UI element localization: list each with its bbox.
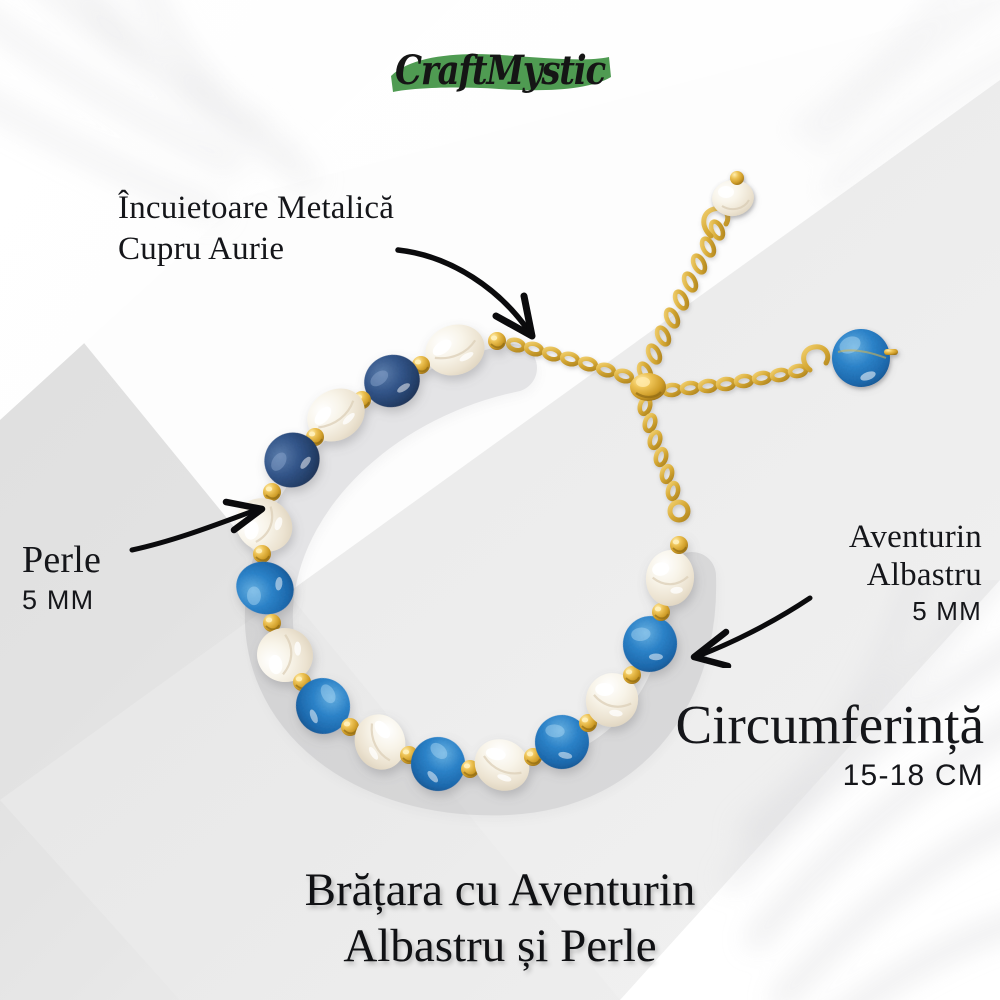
annotation-pearls-label: Perle (22, 539, 102, 581)
product-title-line2: Albastru și Perle (343, 920, 657, 972)
annotation-circumference-label: Circumferință (675, 694, 985, 755)
bead-gold-spacer (461, 760, 479, 778)
bead-pearl (585, 673, 639, 727)
bead-aventurine (411, 737, 465, 791)
annotation-clasp: Încuietoare Metalică Cupru Aurie (118, 188, 538, 270)
logo-wordmark: CraftMystic (395, 47, 606, 95)
bead-pearl (257, 627, 313, 683)
bead-aventurine (236, 561, 294, 615)
logo-swoosh-shape (391, 54, 611, 92)
chain-right-strand (661, 363, 809, 398)
chain-end-ring (667, 499, 691, 523)
bead-pearl (425, 324, 485, 376)
slider-clasp-bead (630, 373, 666, 401)
chain-up-strand (636, 219, 726, 383)
bracelet-cast-shadow (244, 344, 717, 816)
bead-gold-spacer (579, 714, 597, 732)
annotation-pearls: Perle 5 MM (22, 538, 262, 618)
product-title: Brățara cu Aventurin Albastru și Perle (0, 862, 1000, 974)
annotation-circumference-value: 15-18 CM (842, 759, 984, 792)
brand-logo: CraftMystic (385, 36, 615, 106)
bead-strand (235, 324, 695, 791)
charm-hook-right (801, 344, 831, 373)
annotation-clasp-line2: Cupru Aurie (118, 231, 285, 267)
bead-gold-spacer (263, 614, 281, 632)
bead-aventurine (535, 715, 589, 769)
bead-aventurine (364, 354, 420, 408)
bead-gold-spacer (488, 332, 506, 350)
annotation-aventurine-size: 5 MM (912, 596, 982, 626)
bead-gold-spacer (263, 483, 281, 501)
bead-gold-spacer (670, 536, 688, 554)
annotation-aventurine-line2: Albastru (866, 557, 982, 593)
charm-aventurine (832, 329, 898, 387)
bead-pearl (354, 714, 406, 770)
annotation-circumference: Circumferință 15-18 CM (564, 694, 985, 796)
bead-gold-spacer (652, 603, 670, 621)
bead-pearl (474, 739, 530, 791)
annotation-aventurine: Aventurin Albastru 5 MM (682, 518, 982, 628)
annotation-pearls-size: 5 MM (22, 585, 95, 615)
bead-pearl (645, 550, 695, 606)
charm-hook-top (701, 205, 731, 239)
bead-pearl (307, 388, 365, 442)
bead-gold-spacer (623, 666, 641, 684)
bead-aventurine (264, 432, 320, 488)
bead-aventurine (295, 678, 351, 734)
annotation-aventurine-line1: Aventurin (848, 519, 982, 555)
charm-pearl (712, 171, 754, 217)
bead-aventurine (622, 616, 678, 672)
annotation-clasp-line1: Încuietoare Metalică (118, 190, 395, 226)
chain-left-strand (505, 337, 635, 384)
clasp-chain-assembly (505, 171, 898, 523)
product-title-line1: Brățara cu Aventurin (304, 864, 696, 916)
